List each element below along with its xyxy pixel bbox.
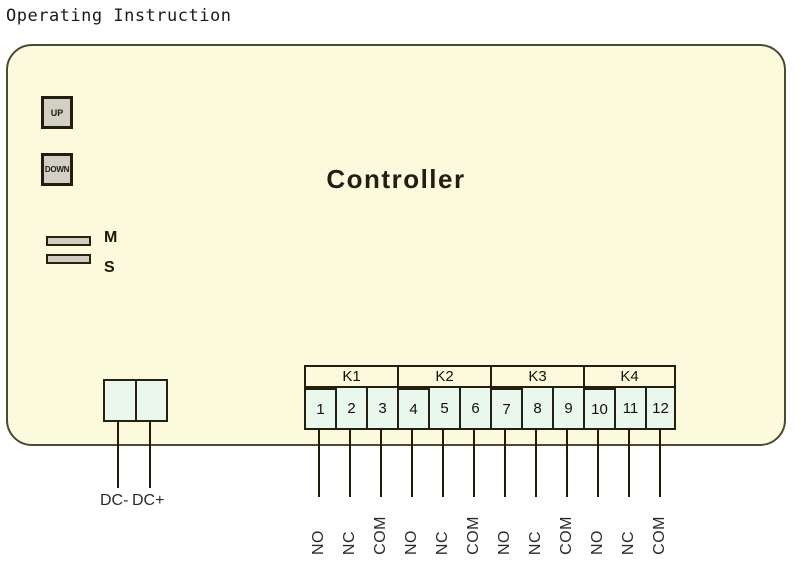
up-button[interactable]: UP: [41, 96, 73, 129]
terminal-pin-5[interactable]: 5: [428, 388, 459, 430]
terminal-pin-4[interactable]: 4: [397, 388, 428, 430]
dc-label-negative: DC-: [100, 492, 129, 509]
wire-pin-11: [628, 428, 630, 497]
relay-group-k2: K2: [397, 365, 490, 388]
terminal-pin-2[interactable]: 2: [335, 388, 366, 430]
terminal-pin-10[interactable]: 10: [583, 388, 614, 430]
wire-pin-6: [473, 428, 475, 497]
led-label-s: S: [104, 259, 115, 276]
dc-label-positive: DC+: [132, 492, 165, 509]
function-label-pin-2: NC: [341, 530, 358, 555]
function-label-pin-9: COM: [558, 516, 575, 555]
terminal-pin-3[interactable]: 3: [366, 388, 397, 430]
function-label-pin-4: NO: [403, 530, 420, 555]
terminal-pin-6[interactable]: 6: [459, 388, 490, 430]
function-label-pin-5: NC: [434, 530, 451, 555]
terminal-pin-11[interactable]: 11: [614, 388, 645, 430]
wire-pin-12: [659, 428, 661, 497]
wire-pin-2: [349, 428, 351, 497]
wire-pin-8: [535, 428, 537, 497]
function-label-pin-6: COM: [465, 516, 482, 555]
page-title: Operating Instruction: [6, 6, 232, 26]
function-label-pin-7: NO: [496, 530, 513, 555]
wire-dc-negative: [117, 420, 119, 488]
wire-pin-4: [411, 428, 413, 497]
dc-terminal-positive: [134, 381, 167, 420]
dc-power-connector: [103, 379, 168, 422]
terminal-pin-8[interactable]: 8: [521, 388, 552, 430]
wire-pin-10: [597, 428, 599, 497]
wire-dc-positive: [149, 420, 151, 488]
led-indicator-m: [46, 236, 91, 246]
panel-label: Controller: [326, 164, 466, 194]
relay-group-k4: K4: [583, 365, 676, 388]
function-label-pin-8: NC: [527, 530, 544, 555]
down-button[interactable]: DOWN: [41, 153, 73, 186]
wire-pin-9: [566, 428, 568, 497]
function-label-pin-10: NO: [589, 530, 606, 555]
relay-group-k3: K3: [490, 365, 583, 388]
wire-pin-7: [504, 428, 506, 497]
led-indicator-s: [46, 254, 91, 264]
terminal-pin-9[interactable]: 9: [552, 388, 583, 430]
wire-pin-5: [442, 428, 444, 497]
function-label-pin-1: NO: [310, 530, 327, 555]
function-label-pin-11: NC: [620, 530, 637, 555]
terminal-pin-7[interactable]: 7: [490, 388, 521, 430]
wire-pin-1: [318, 428, 320, 497]
relay-group-k1: K1: [304, 365, 397, 388]
led-label-m: M: [104, 229, 118, 246]
terminal-pin-12[interactable]: 12: [645, 388, 676, 430]
dc-terminal-negative: [105, 381, 135, 420]
terminal-pin-1[interactable]: 1: [304, 388, 335, 430]
function-label-pin-3: COM: [372, 516, 389, 555]
wire-pin-3: [380, 428, 382, 497]
function-label-pin-12: COM: [651, 516, 668, 555]
